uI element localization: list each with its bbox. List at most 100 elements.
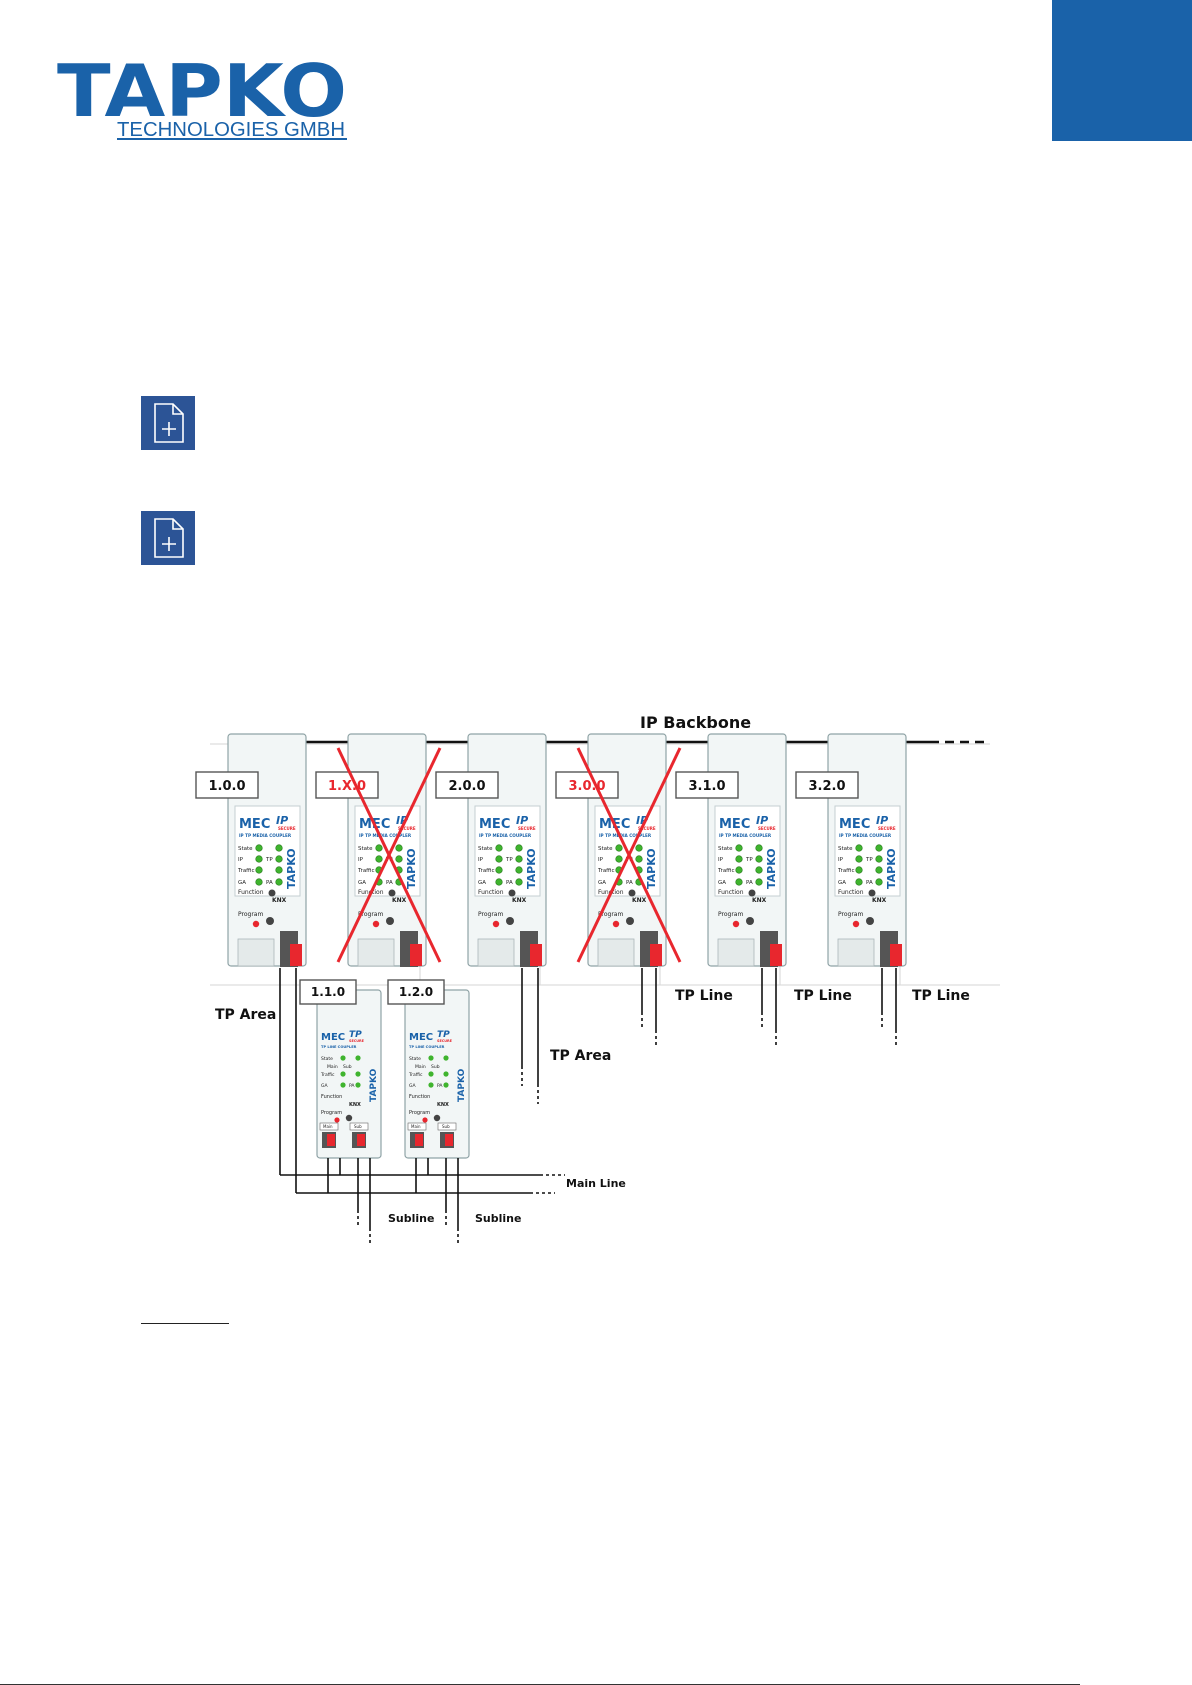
- device-subtitle: IP TP MEDIA COUPLER: [239, 833, 292, 838]
- device-subtitle: IP TP MEDIA COUPLER: [839, 833, 892, 838]
- status-led: [495, 866, 503, 874]
- status-led: [443, 1055, 449, 1061]
- led-label: IP: [838, 857, 844, 863]
- add-document-button[interactable]: [141, 396, 195, 450]
- device-vertical-logo: TAPKO: [285, 848, 298, 889]
- device-vertical-logo: TAPKO: [525, 848, 538, 889]
- device-secure-mark: SECURE: [398, 826, 416, 831]
- program-label: Program: [598, 911, 623, 918]
- device-vertical-logo: TAPKO: [885, 848, 898, 889]
- status-led: [495, 878, 503, 886]
- logo-tagline: TECHNOLOGIES GMBH: [117, 119, 345, 141]
- led-label: GA: [478, 880, 486, 886]
- led-label: TP: [625, 857, 633, 863]
- device-brand: MEC: [719, 817, 750, 832]
- knx-terminal-red: [410, 944, 422, 966]
- knx-terminal-red: [530, 944, 542, 966]
- address-box: [675, 771, 739, 799]
- status-led: [755, 855, 763, 863]
- device-subtitle: IP TP MEDIA COUPLER: [479, 833, 532, 838]
- program-led: [492, 920, 500, 928]
- device-front-panel: [834, 805, 901, 897]
- status-led: [340, 1082, 346, 1088]
- tp-line-label: TP Line: [794, 988, 852, 1004]
- logo-underline: [117, 138, 347, 140]
- subline-label: Subline: [475, 1212, 521, 1225]
- led-label: TP: [265, 857, 273, 863]
- device-ip-mark: IP: [756, 814, 768, 827]
- status-led: [855, 878, 863, 886]
- address-box: [387, 979, 445, 1005]
- tp-line-label: TP Line: [675, 988, 733, 1004]
- led-label: State: [718, 846, 733, 852]
- status-led: [735, 866, 743, 874]
- led-label: Traffic: [237, 868, 255, 874]
- led-label: PA: [266, 880, 273, 886]
- knx-label: KNX: [632, 897, 647, 904]
- knx-label: KNX: [512, 897, 527, 904]
- program-led: [252, 920, 260, 928]
- program-button: [626, 917, 634, 925]
- led-label: TP: [505, 857, 513, 863]
- device-ip-mark: IP: [276, 814, 288, 827]
- led-label: IP: [598, 857, 604, 863]
- led-label: TP: [865, 857, 873, 863]
- knx-terminal-red: [290, 944, 302, 966]
- document-add-icon: [154, 518, 184, 558]
- device-vertical-logo: TAPKO: [645, 848, 658, 889]
- led-label: TP: [385, 857, 393, 863]
- status-led: [495, 844, 503, 852]
- add-document-button[interactable]: [141, 511, 195, 565]
- device-brand: MEC: [479, 817, 510, 832]
- tp-area-1-wiring: [279, 968, 565, 1194]
- program-button: [386, 917, 394, 925]
- led-label: State: [409, 1056, 421, 1062]
- status-led: [375, 844, 383, 852]
- device-secure-mark: SECURE: [758, 826, 776, 831]
- status-led: [355, 1055, 361, 1061]
- function-button: [268, 889, 276, 897]
- ip-backbone-label: IP Backbone: [640, 713, 751, 732]
- led-label: Sub: [343, 1064, 352, 1070]
- device-terminal-block: [357, 938, 395, 967]
- led-label: Traffic: [597, 868, 615, 874]
- status-led: [515, 855, 523, 863]
- program-button: [746, 917, 754, 925]
- status-led: [428, 1082, 434, 1088]
- program-led: [372, 920, 380, 928]
- led-label: PA: [866, 880, 873, 886]
- device-secure-mark: SECURE: [437, 1039, 453, 1043]
- function-label: Function: [321, 1094, 342, 1100]
- led-label: TP: [745, 857, 753, 863]
- diagram-labels: TP Area TP Area TP Line TP Line TP Line …: [215, 988, 970, 1225]
- led-label: Traffic: [320, 1072, 335, 1078]
- function-button: [868, 889, 876, 897]
- device-address: 1.1.0: [311, 985, 345, 999]
- program-led: [612, 920, 620, 928]
- program-label: Program: [478, 911, 503, 918]
- status-led: [355, 1082, 361, 1088]
- sub-terminal-red: [357, 1134, 365, 1146]
- tp-area-2-wiring: [521, 968, 539, 1104]
- led-label: GA: [238, 880, 246, 886]
- status-led: [395, 844, 403, 852]
- status-led: [340, 1055, 346, 1061]
- device-address: 3.1.0: [688, 779, 725, 794]
- status-led: [255, 878, 263, 886]
- status-led: [755, 844, 763, 852]
- status-led: [855, 844, 863, 852]
- device-vertical-logo: TAPKO: [765, 848, 778, 889]
- device-address: 3.0.0: [568, 779, 605, 794]
- status-led: [375, 855, 383, 863]
- knx-label: KNX: [272, 897, 287, 904]
- program-led: [334, 1117, 340, 1123]
- led-label: Traffic: [837, 868, 855, 874]
- status-led: [395, 855, 403, 863]
- main-tag: Main: [323, 1124, 333, 1129]
